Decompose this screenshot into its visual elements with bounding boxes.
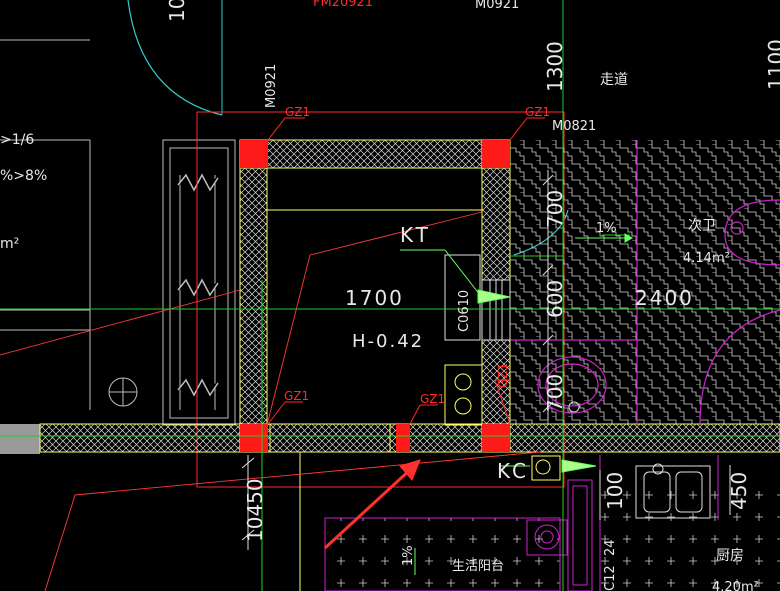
vertical-duct [526, 479, 593, 591]
column-leader-lines [267, 117, 545, 425]
label-bath-area: 4.14m² [683, 251, 730, 266]
label-dim-700-upper: 700 [543, 190, 567, 228]
label-kitchen: 厨房 [716, 548, 744, 564]
label-balcony: 生活阳台 [452, 559, 504, 574]
label-column-tr: GZ1 [525, 105, 550, 119]
label-left-ratio: >1/6 [0, 132, 34, 148]
kc-equipment-marker [561, 459, 597, 473]
label-dim-1300: 1300 [543, 41, 567, 92]
label-slope-2: 1% [401, 545, 416, 566]
left-wall-area [0, 39, 236, 426]
pipe-fixtures [454, 373, 561, 481]
room-inner-lines [267, 167, 780, 591]
label-kt: KT [400, 223, 432, 247]
bathroom-partition [510, 140, 780, 425]
label-corridor: 走道 [600, 72, 628, 88]
column-gz1-bottom-left [240, 424, 268, 452]
drain-icon [568, 401, 580, 413]
kitchen-tile-pattern [600, 480, 780, 591]
wall-top [239, 139, 511, 169]
left-stair-marks [177, 173, 219, 397]
diagonal-reference-lines [0, 211, 541, 591]
column-gz1-bottom-right [482, 424, 510, 452]
label-left-area: m² [0, 236, 19, 252]
slope-arrows [414, 233, 634, 575]
label-dim-450: 450 [727, 472, 751, 510]
annotation-arrow [323, 459, 421, 550]
label-dim-1100: 1100 [764, 39, 780, 90]
label-column-tl: GZ1 [285, 105, 310, 119]
column-gz1-top-left [240, 140, 268, 168]
label-dim-c12: C12 [603, 565, 618, 591]
window-c0610 [481, 279, 511, 341]
label-kc: KC [497, 459, 529, 483]
label-span-2400: 2400 [635, 286, 694, 310]
label-dim-100: 100 [603, 472, 627, 510]
label-column-bl: GZ1 [284, 389, 309, 403]
label-dim-24: 24 [603, 539, 618, 556]
label-door-top-right: M0921 [475, 0, 519, 12]
label-dim-600: 600 [543, 280, 567, 318]
label-dim-10450: 10450 [243, 478, 267, 542]
left-gray-block [0, 424, 40, 454]
kitchen-sink [635, 463, 711, 519]
label-door-top: FM20921 [313, 0, 373, 10]
label-door-left: M0921 [264, 64, 279, 108]
column-gz1-top-right [482, 140, 510, 168]
label-elevation: H-0.42 [352, 331, 424, 352]
label-bath: 次卫 [688, 218, 716, 234]
column-gz1-bottom-mid [396, 424, 410, 452]
label-room-width: 1700 [345, 286, 404, 310]
bathroom-tile-pattern [510, 140, 780, 424]
balcony-pattern [324, 517, 561, 591]
door-swing-arc-top [127, 0, 223, 116]
label-column-bm: GZ1 [420, 392, 445, 406]
label-column-br: GZ1 [496, 363, 510, 388]
wall-left [239, 139, 268, 453]
kt-equipment-marker [477, 289, 511, 304]
label-door-right: M0821 [552, 119, 596, 134]
kt-leader [400, 249, 530, 467]
label-left-pct: %>8% [0, 168, 47, 184]
label-kitchen-area: 4.20m² [712, 580, 759, 591]
label-slope-1: 1% [596, 221, 617, 236]
label-window: C0610 [457, 290, 472, 332]
label-dim-100-top: 100 [165, 0, 189, 22]
dimension-lines [241, 170, 731, 550]
label-dim-700-lower: 700 [543, 374, 567, 412]
